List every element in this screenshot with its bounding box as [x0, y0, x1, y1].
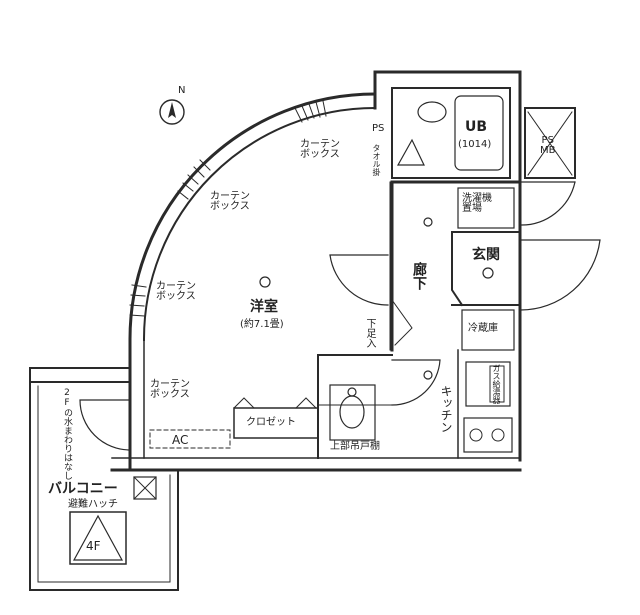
- shoe-storage-label: 下足入: [364, 318, 375, 348]
- curved-wall-inner: [142, 106, 377, 342]
- closet-outline: [233, 407, 319, 439]
- room-western-size: (約7.1畳): [240, 319, 284, 330]
- door-room: [329, 254, 389, 306]
- ps-mb-box: [524, 107, 576, 179]
- compass-icon: [159, 99, 185, 125]
- door-entrance: [519, 239, 601, 311]
- ps-label: PS: [372, 123, 385, 134]
- curtain-box-label-4: カーテン ボックス: [150, 379, 190, 400]
- evac-hatch-label: 避難ハッチ: [68, 499, 118, 510]
- curtain-box-label-2: カーテン ボックス: [210, 191, 250, 212]
- door-bath: [519, 181, 576, 226]
- closet-label: クロゼット: [246, 417, 296, 428]
- balcony-top-wall: [29, 367, 131, 383]
- upper-cabinet-label: 上部吊戸棚: [330, 441, 380, 452]
- ac-unit: [149, 429, 231, 449]
- washer-label: 洗濯機 置場: [462, 193, 492, 214]
- room-kitchen-name: キッチン: [439, 385, 453, 433]
- ac-label: AC: [172, 433, 189, 447]
- washer-box: [457, 187, 515, 229]
- ps-mb-label: PS MB: [540, 135, 556, 156]
- room-balcony-name: バルコニー: [48, 481, 118, 497]
- room-unit-bath-name: UB: [465, 119, 488, 135]
- evac-hatch-box: [69, 511, 127, 565]
- curved-wall-outer: [128, 92, 377, 342]
- room-unit-bath-size: (1014): [458, 139, 492, 150]
- towel-label: タオル掛: [372, 144, 381, 176]
- room-hallway-name: 廊下: [411, 262, 427, 290]
- unit-bath-outline: [391, 87, 511, 179]
- room-western-name: 洋室: [250, 299, 278, 315]
- balcony-outline: [29, 381, 179, 591]
- fridge-box: [461, 309, 515, 351]
- curtain-box-label-1: カーテン ボックス: [300, 139, 340, 160]
- wall-entrance-left: [451, 231, 464, 307]
- balcony-inner: [37, 385, 171, 583]
- door-balcony: [79, 399, 131, 451]
- outer-wall-top: [373, 70, 522, 102]
- room-entrance-name: 玄関: [472, 247, 500, 263]
- floor-label: 4F: [86, 539, 101, 553]
- door-kitchen: [391, 359, 441, 406]
- balcony-note-label: 2Fの水まわりはなし: [62, 388, 72, 480]
- fridge-label: 冷蔵庫: [468, 323, 498, 334]
- gas-heater-label: ガス給湯器: [492, 364, 501, 404]
- curtain-box-label-3: カーテン ボックス: [156, 281, 196, 302]
- curve-windows: [129, 100, 327, 317]
- ceiling-lights: [259, 217, 494, 397]
- compass-north-label: N: [178, 85, 186, 96]
